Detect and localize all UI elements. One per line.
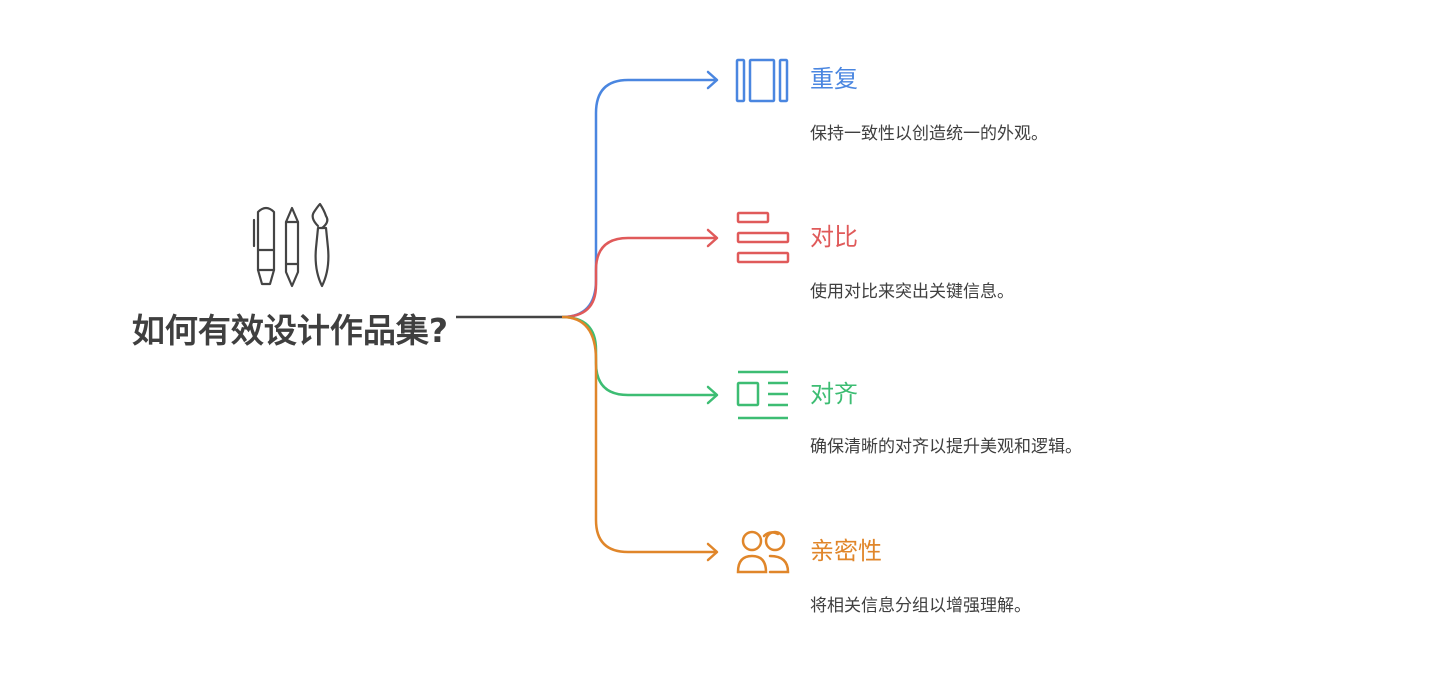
- branch-label-repeat: 重复: [810, 65, 858, 93]
- branch-line-align: [561, 315, 716, 397]
- branch-line-contrast: [561, 236, 716, 319]
- branch-line-proximity: [561, 315, 716, 554]
- branch-label-align: 对齐: [810, 380, 858, 408]
- arrow-head-repeat: [706, 70, 719, 90]
- branch-label-contrast: 对比: [810, 223, 858, 251]
- people-group-icon: [736, 530, 790, 574]
- branch-line-repeat: [561, 78, 716, 319]
- branch-label-proximity: 亲密性: [810, 537, 882, 565]
- repeat-columns-icon: [735, 58, 789, 103]
- arrow-head-proximity: [706, 542, 719, 562]
- branch-description-contrast: 使用对比来突出关键信息。: [810, 282, 1014, 302]
- branch-description-proximity: 将相关信息分组以增强理解。: [810, 596, 1031, 616]
- align-layout-icon: [736, 370, 788, 420]
- branch-description-align: 确保清晰的对齐以提升美观和逻辑。: [810, 437, 1082, 457]
- arrow-head-align: [706, 385, 719, 405]
- diagram-title: 如何有效设计作品集?: [131, 311, 449, 350]
- art-tools-icon: [252, 202, 330, 288]
- contrast-bars-icon: [736, 211, 790, 264]
- branch-description-repeat: 保持一致性以创造统一的外观。: [810, 124, 1048, 144]
- arrow-head-contrast: [706, 228, 719, 248]
